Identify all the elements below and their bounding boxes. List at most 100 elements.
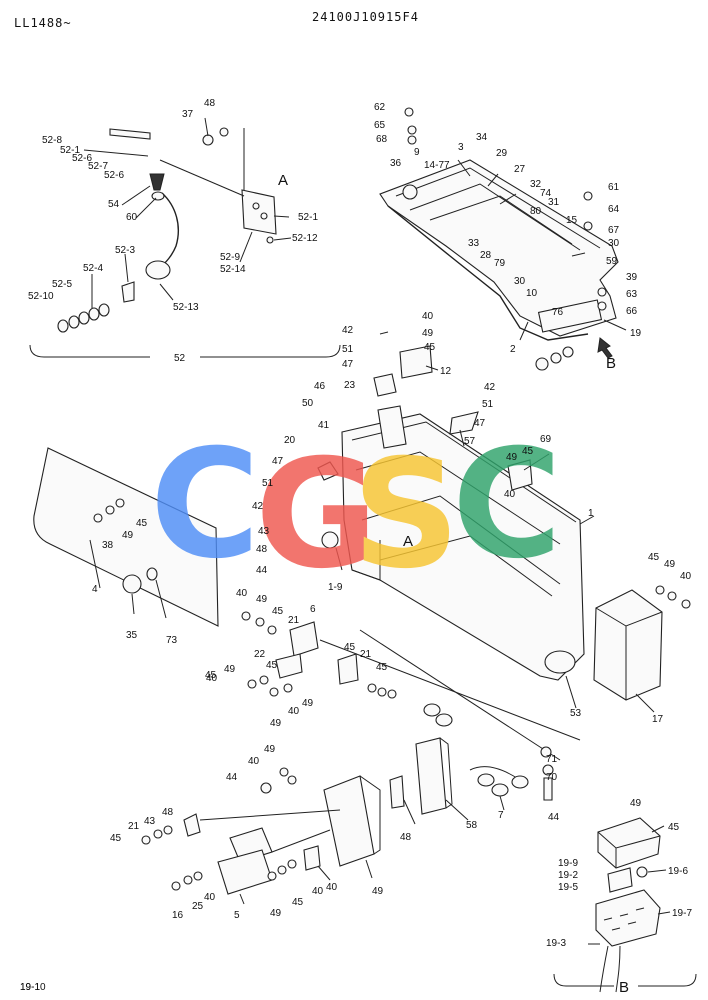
callout-label: 17 [652, 714, 664, 725]
callout-label: 79 [494, 258, 506, 269]
callout-label: 19-6 [668, 866, 688, 877]
callout-label: 40 [326, 882, 338, 893]
callout-label: 34 [476, 132, 488, 143]
group-52-label: 52 [174, 353, 186, 364]
fuse-box [595, 817, 661, 993]
callout-label: 19-9 [558, 858, 578, 869]
callout-label: 51 [482, 399, 494, 410]
leader-lines [83, 117, 671, 945]
callout-label: 19-10 [20, 982, 46, 993]
callout-label: 44 [226, 772, 238, 783]
group-bracket-right [200, 344, 341, 358]
pin [109, 128, 151, 140]
callout-label: 52-1 [298, 212, 318, 223]
callout-label: 5 [234, 910, 240, 921]
callout-label: 21 [128, 821, 140, 832]
callout-label: 1 [588, 508, 594, 519]
callout-label: 41 [318, 420, 330, 431]
block-57 [449, 411, 479, 435]
doc-code: LL1488~ [14, 16, 72, 30]
fuse-cover [597, 817, 661, 869]
callout-label: 68 [376, 134, 388, 145]
panel-4 [33, 447, 219, 627]
callout-label: 3 [458, 142, 464, 153]
frame-hole [544, 650, 576, 674]
callout-label: 12 [440, 366, 452, 377]
callout-label: 32 [530, 179, 542, 190]
b-bracket-right [638, 973, 697, 987]
callout-label: 49 [372, 886, 384, 897]
callout-label: 30 [514, 276, 526, 287]
callout-label: 4 [92, 584, 98, 595]
callout-label: 48 [162, 807, 174, 818]
fuse-base [595, 889, 661, 947]
callout-label: 7 [498, 810, 504, 821]
callout-label: 40 [504, 489, 516, 500]
view-a-label-top: A [278, 172, 288, 189]
view-b-label-bottom: B [619, 979, 629, 996]
callout-label: 6 [310, 604, 316, 615]
callout-label: 49 [270, 908, 282, 919]
box-17 [593, 585, 691, 701]
callout-labels: 52-852-152-652-752-64837546052-352-452-5… [20, 98, 692, 993]
callout-label: 33 [468, 238, 480, 249]
callout-label: 31 [548, 197, 560, 208]
callout-label: 45 [205, 670, 217, 681]
callout-label: 40 [204, 892, 216, 903]
bolt-43 [543, 777, 553, 801]
callout-label: 65 [374, 120, 386, 131]
callout-label: 15 [566, 215, 578, 226]
frame-body [341, 413, 585, 681]
callout-label: 2 [510, 344, 516, 355]
callout-label: 45 [266, 660, 278, 671]
callout-label: 52-4 [83, 263, 103, 274]
callout-label: 48 [400, 832, 412, 843]
callout-label: 69 [540, 434, 552, 445]
callout-label: 54 [108, 199, 120, 210]
callout-label: 44 [548, 812, 560, 823]
lever-rod [159, 192, 180, 269]
callout-label: 62 [374, 102, 386, 113]
lever-knob [149, 173, 165, 191]
callout-label: 45 [344, 642, 356, 653]
callout-label: 28 [480, 250, 492, 261]
block-23 [373, 373, 397, 397]
callout-label: 39 [626, 272, 638, 283]
callout-label: 73 [166, 635, 178, 646]
callout-label: 45 [522, 446, 534, 457]
callout-label: 35 [126, 630, 138, 641]
mid-brackets [241, 611, 581, 761]
callout-label: 25 [192, 901, 204, 912]
callout-label: 1-9 [328, 582, 343, 593]
callout-label: 43 [258, 526, 270, 537]
watermark-letter-2: G [255, 428, 378, 602]
side-panel [33, 447, 219, 627]
callout-label: 52-7 [88, 161, 108, 172]
lever-base [145, 260, 171, 280]
callout-label: 52-8 [42, 135, 62, 146]
relay-71 [415, 737, 447, 815]
callout-label: 49 [256, 594, 268, 605]
callout-label: 45 [376, 662, 388, 673]
callout-label: 57 [464, 436, 476, 447]
callout-label: 52-6 [72, 153, 92, 164]
callout-label: 19-2 [558, 870, 578, 881]
callout-label: 80 [530, 206, 542, 217]
callout-label: 52-9 [220, 252, 240, 263]
callout-label: 14-77 [424, 160, 450, 171]
callout-label: 21 [360, 649, 372, 660]
callout-label: 9 [414, 147, 420, 158]
watermark-letter-3: S [352, 428, 460, 602]
callout-label: 49 [506, 452, 518, 463]
callout-label: 19-3 [546, 938, 566, 949]
callout-label: 51 [342, 344, 354, 355]
callout-label: 49 [270, 718, 282, 729]
callout-label: 52-14 [220, 264, 246, 275]
bracket-5 [323, 775, 375, 867]
callout-label: 40 [206, 673, 218, 684]
callout-label: 19 [630, 328, 642, 339]
view-b-arrow [597, 337, 613, 359]
callout-label: 45 [424, 342, 436, 353]
relay-harness [389, 703, 554, 815]
